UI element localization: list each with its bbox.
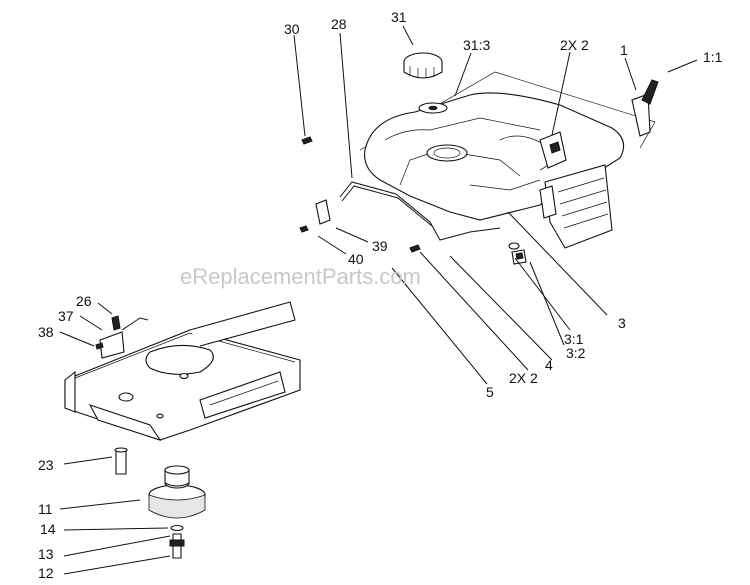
callout-11: 11 (38, 501, 53, 517)
fasteners-upper (299, 136, 527, 265)
callout-12: 12 (38, 565, 54, 581)
fuel-tank-assembly (359, 71, 659, 249)
callout-2x2-top: 2X 2 (560, 37, 589, 53)
callout-1: 1 (620, 42, 628, 58)
callout-labels: 30 28 31 31:3 2X 2 1 1:1 39 40 3 3:1 3:2… (38, 9, 723, 581)
callout-31: 31 (391, 9, 407, 25)
deck-frame-assembly (64, 301, 301, 442)
callout-39: 39 (372, 238, 388, 254)
callout-13: 13 (38, 546, 54, 562)
callout-3-2: 3:2 (566, 345, 586, 361)
callout-5: 5 (486, 384, 494, 400)
callout-38: 38 (38, 324, 54, 340)
cap-gasket (418, 102, 448, 114)
callout-14: 14 (40, 521, 56, 537)
callout-40: 40 (348, 251, 364, 267)
callout-28: 28 (331, 16, 347, 32)
callout-1-1: 1:1 (703, 49, 723, 65)
watermark: eReplacementParts.com (180, 264, 421, 289)
callout-23: 23 (38, 457, 54, 473)
callout-37: 37 (58, 308, 74, 324)
callout-2x2-bottom: 2X 2 (509, 370, 538, 386)
pulley-stack (114, 447, 206, 559)
callout-3: 3 (618, 315, 626, 331)
callout-26: 26 (76, 293, 92, 309)
callout-30: 30 (284, 21, 300, 37)
callout-3-1: 3:1 (564, 331, 584, 347)
leader-lines (59, 25, 698, 575)
fuel-cap (403, 52, 443, 79)
callout-4: 4 (545, 357, 553, 373)
fuel-line (315, 181, 501, 241)
callout-31-3: 31:3 (463, 37, 490, 53)
